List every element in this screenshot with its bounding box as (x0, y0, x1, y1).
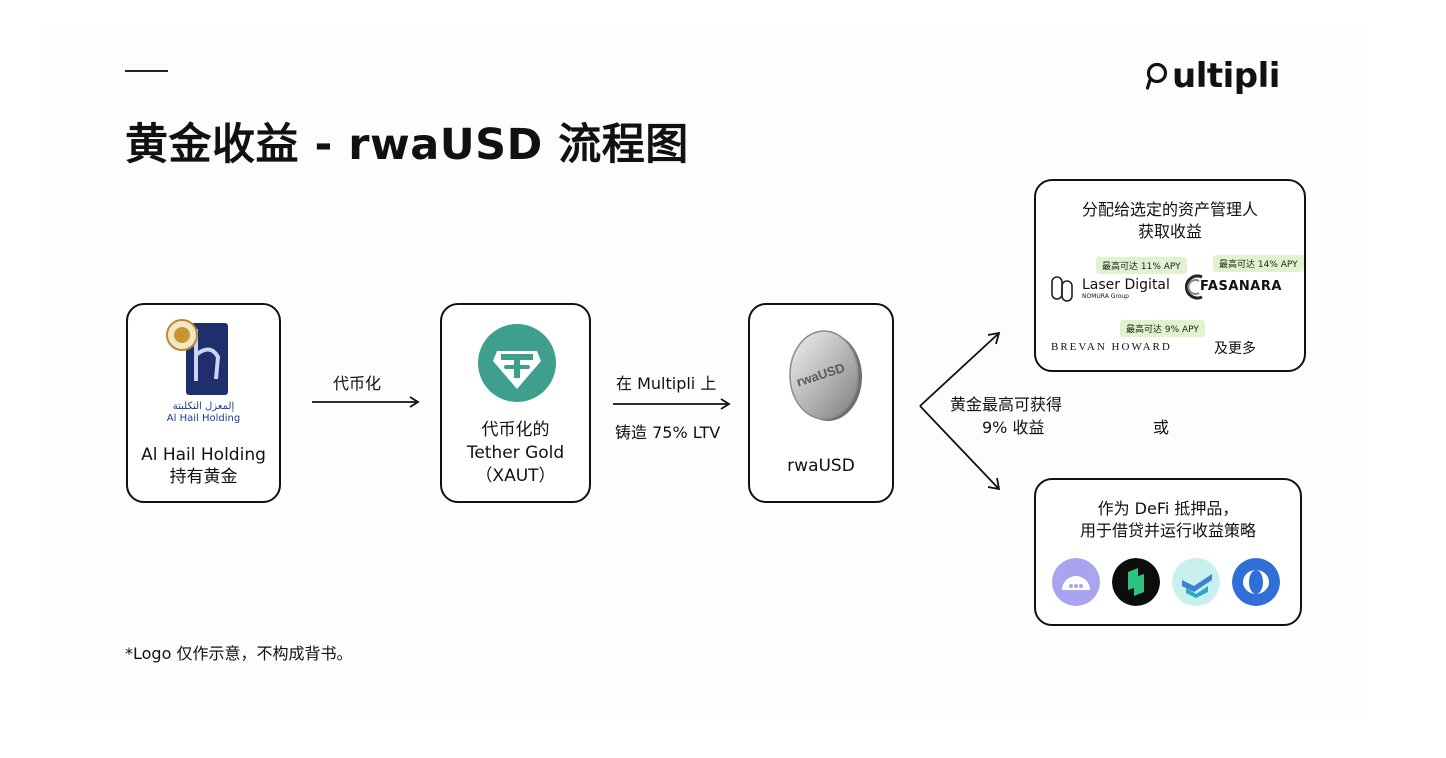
holder-caption-2: 持有黄金 (169, 467, 238, 487)
token-caption-1: 代币化的 (481, 420, 550, 440)
managers-box: 分配给选定的资产管理人 获取收益 最高可达 11% APY 最高可达 14% A… (1034, 179, 1306, 372)
fasanara-icon (1184, 274, 1203, 300)
page-title: 黄金收益 - rwaUSD 流程图 (125, 120, 689, 170)
managers-heading-1: 分配给选定的资产管理人 (1081, 200, 1258, 219)
defi-heading-2: 用于借贷并运行收益策略 (1079, 521, 1256, 540)
arrow2-label-bottom: 铸造 75% LTV (615, 423, 721, 442)
rwausd-box: rwaUSD rwaUSD (748, 303, 894, 503)
multipli-logo-icon (1146, 62, 1168, 90)
laser-digital-sub: NOMURA Group (1082, 293, 1129, 300)
teal-protocol-icon (1172, 558, 1220, 606)
apy-badge-fasanara: 最高可达 14% APY (1213, 255, 1304, 272)
token-caption-2: Tether Gold (466, 443, 565, 463)
tether-gold-icon (478, 324, 556, 402)
arrow1-icon (312, 396, 420, 408)
al-hail-logo-icon (166, 319, 228, 395)
arrow2-icon (613, 398, 731, 410)
purple-protocol-icon (1052, 558, 1100, 606)
al-hail-logo-arabic: إلمعزل التكلبتة (172, 401, 235, 412)
or-label: 或 (1153, 418, 1170, 437)
split-label-1: 黄金最高可获得 (950, 395, 1063, 414)
apy-badge-brevan: 最高可达 9% APY (1120, 320, 1205, 337)
rwausd-caption: rwaUSD (787, 456, 855, 476)
fasanara-name: FASANARA (1200, 279, 1282, 294)
black-protocol-icon (1112, 558, 1160, 606)
rwausd-coin-icon: rwaUSD (789, 330, 862, 421)
brevan-howard-name: BREVAN HOWARD (1051, 341, 1172, 353)
arrow1-label: 代币化 (333, 374, 382, 393)
laser-digital-name: Laser Digital (1082, 277, 1170, 293)
split-arrows-icon (919, 331, 1001, 491)
defi-heading-1: 作为 DeFi 抵押品， (1097, 499, 1239, 518)
blue-protocol-icon (1232, 558, 1280, 606)
token-box: 代币化的 Tether Gold （XAUT） (440, 303, 591, 503)
footnote: *Logo 仅作示意，不构成背书。 (125, 644, 353, 663)
holder-box: إلمعزل التكلبتة Al Hail Holding Al Hail … (126, 303, 281, 503)
managers-heading-2: 获取收益 (1137, 222, 1202, 241)
more-managers-label: 及更多 (1214, 341, 1256, 357)
apy-badge-laser: 最高可达 11% APY (1096, 257, 1187, 274)
laser-digital-icon (1051, 276, 1073, 302)
brand-name: ultipli (1172, 56, 1280, 96)
split-label-2: 9% 收益 (982, 418, 1045, 437)
al-hail-logo-english: Al Hail Holding (166, 413, 241, 424)
title-rule (125, 70, 168, 72)
arrow2-label-top: 在 Multipli 上 (616, 374, 717, 393)
token-caption-3: （XAUT） (475, 466, 556, 486)
brand-logo: ultipli (1146, 56, 1280, 96)
holder-caption-1: Al Hail Holding (141, 445, 266, 465)
